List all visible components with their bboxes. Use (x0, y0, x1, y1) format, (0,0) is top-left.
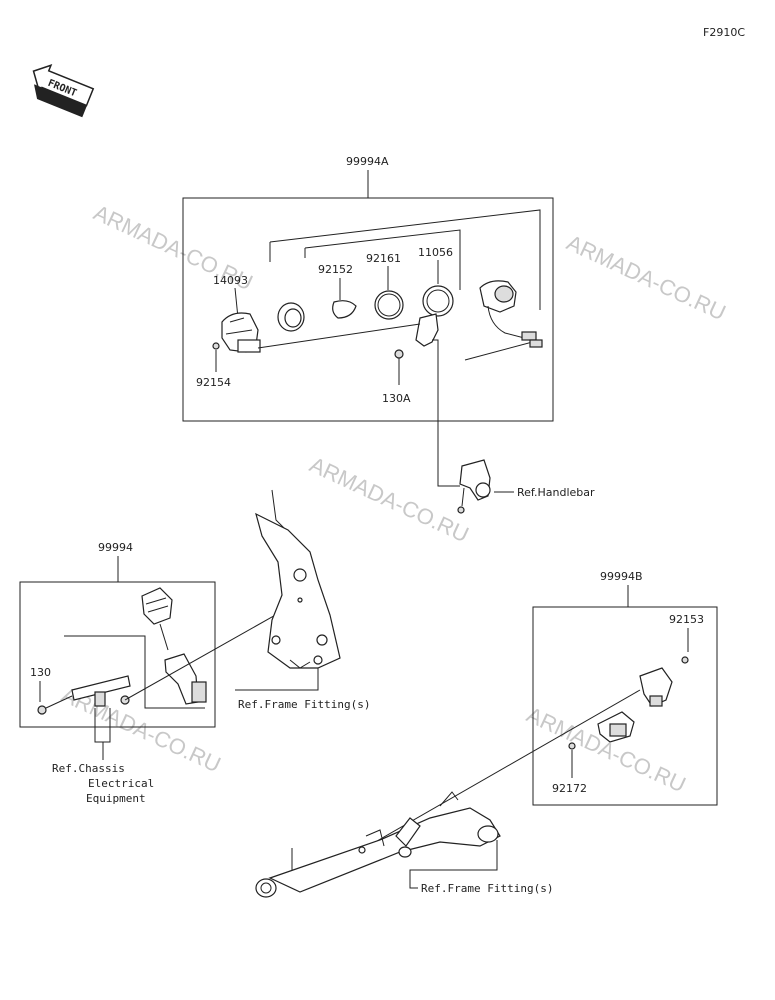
ref-frame-fitting-left: Ref.Frame Fitting(s) (238, 698, 370, 711)
part-label-130: 130 (30, 666, 51, 679)
part-label-14093: 14093 (213, 274, 248, 287)
kit-label-99994B: 99994B (600, 570, 643, 583)
frame-fitting-tube-lower (255, 791, 501, 898)
part-label-11056: 11056 (418, 246, 453, 259)
bracket-99994B (639, 667, 673, 707)
kit-box-99994 (19, 581, 216, 728)
part-label-92161: 92161 (366, 252, 401, 265)
part-label-92153: 92153 (669, 613, 704, 626)
kit-box-99994A (182, 197, 554, 422)
oring-92161 (374, 290, 404, 320)
screw-92172 (568, 742, 576, 750)
ref-chassis-line2: Electrical (88, 777, 154, 790)
group-99994B: 99994B 92153 92172 (255, 570, 718, 898)
chassis-connector (94, 691, 106, 707)
mounting-plate (71, 675, 131, 701)
bolt-130A (394, 349, 404, 359)
group-99994A: 99994A 14093 92154 92152 92161 (182, 155, 595, 514)
clip-92152 (332, 300, 357, 319)
watermark-3: ARMADA-CO.RU (306, 452, 473, 547)
watermark-2: ARMADA-CO.RU (563, 230, 730, 325)
switch-92172 (597, 711, 635, 743)
handlebar-clamp (457, 459, 491, 514)
kit-label-99994: 99994 (98, 541, 133, 554)
front-arrow-icon: FRONT (32, 64, 95, 118)
part-label-92172: 92172 (552, 782, 587, 795)
group-99994: 99994 130 Ref.Chassis Electrical Equipme… (19, 489, 370, 805)
ref-handlebar: Ref.Handlebar (517, 486, 595, 499)
switch-unit (141, 587, 207, 705)
screw-92154 (212, 342, 220, 350)
power-socket (479, 280, 543, 348)
figure-code: F2910C (703, 26, 745, 39)
ref-chassis-line3: Equipment (86, 792, 146, 805)
ref-chassis-line1: Ref.Chassis (52, 762, 125, 775)
part-label-92154: 92154 (196, 376, 231, 389)
nut-130 (37, 705, 47, 715)
watermark-5: ARMADA-CO.RU (523, 702, 690, 797)
part-label-130A: 130A (382, 392, 411, 405)
frame-fitting-bracket-upper (255, 489, 341, 669)
screw-92153 (681, 656, 689, 664)
ref-frame-fitting-right: Ref.Frame Fitting(s) (421, 882, 553, 895)
switch-housing-14093 (221, 312, 261, 353)
ring-92152 (277, 302, 305, 332)
kit-box-99994B (532, 606, 718, 806)
kit-label-99994A: 99994A (346, 155, 389, 168)
bracket-11056 (415, 313, 439, 347)
part-label-92152: 92152 (318, 263, 353, 276)
